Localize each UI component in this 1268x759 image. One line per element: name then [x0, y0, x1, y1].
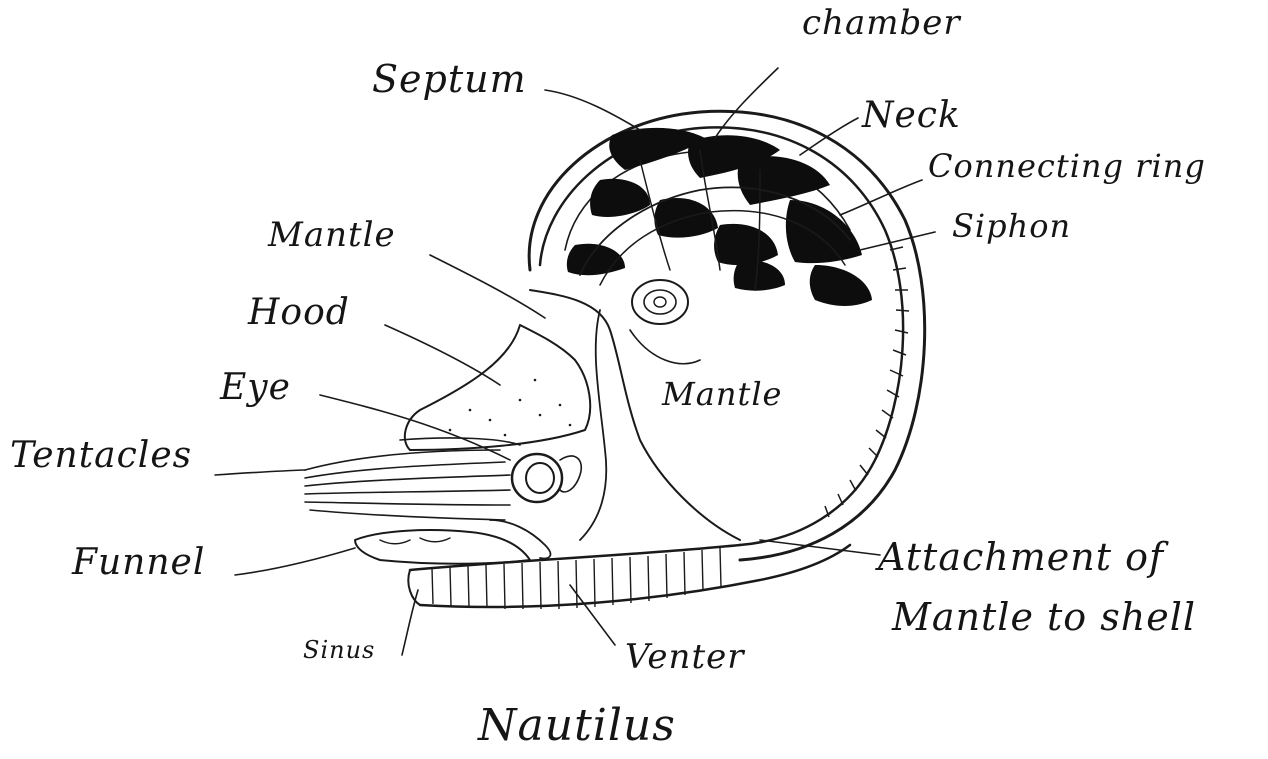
leader-septum	[545, 90, 640, 130]
label-venter: Venter	[625, 640, 745, 674]
label-attachment-line1: Attachment of	[878, 538, 1164, 576]
hood	[405, 325, 590, 450]
leader-hood	[385, 325, 500, 385]
shell-outline	[529, 111, 925, 560]
leader-neck	[800, 118, 858, 155]
label-mantle-inner: Mantle	[662, 378, 782, 410]
label-funnel: Funnel	[72, 545, 205, 581]
umbilicus-coil	[632, 280, 688, 324]
leader-sinus	[402, 590, 418, 655]
leader-funnel	[235, 548, 355, 575]
label-attachment-line2: Mantle to shell	[892, 598, 1196, 636]
funnel	[355, 520, 550, 564]
eye	[512, 454, 581, 502]
leader-venter	[570, 585, 615, 645]
diagram-title: Nautilus	[478, 704, 676, 748]
label-chamber: chamber	[802, 6, 961, 40]
label-sinus: Sinus	[303, 638, 375, 662]
label-hood: Hood	[248, 295, 350, 331]
leader-mantle-upper	[430, 255, 545, 318]
leader-attachment	[760, 540, 880, 555]
label-eye: Eye	[220, 370, 291, 406]
leader-tentacles	[215, 470, 305, 475]
leader-siphon	[860, 232, 935, 250]
label-tentacles: Tentacles	[10, 438, 192, 474]
leader-connecting-ring	[840, 180, 922, 215]
body-outline	[530, 290, 740, 540]
label-siphon: Siphon	[952, 210, 1071, 242]
label-neck: Neck	[862, 98, 961, 134]
label-connecting-ring: Connecting ring	[928, 150, 1206, 182]
label-mantle-upper: Mantle	[268, 218, 396, 252]
label-septum: Septum	[372, 60, 527, 98]
